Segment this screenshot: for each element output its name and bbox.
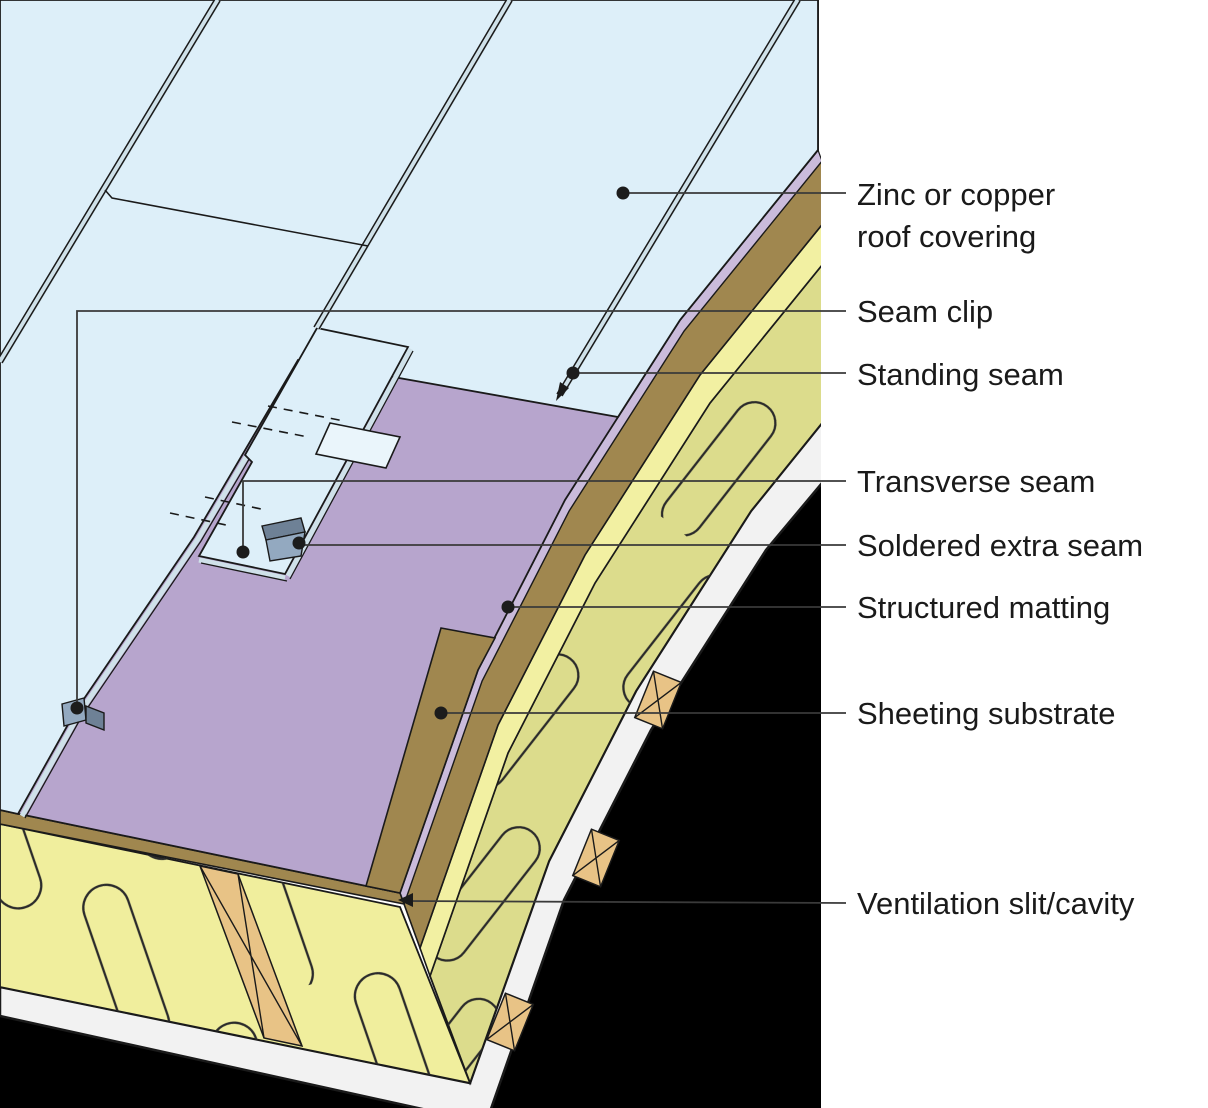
void-background: [0, 482, 821, 1108]
label-structured-matting: Structured matting: [857, 590, 1110, 625]
leader-ventilation-slit: [403, 900, 847, 904]
label-transverse-seam: Transverse seam: [857, 464, 1095, 499]
rafter-section-front: [198, 864, 304, 1048]
tongue-edge-thickness: [198, 347, 414, 581]
leader-dot-structured-matting: [501, 600, 515, 614]
leader-dot-roof-covering: [616, 186, 630, 200]
labels: Zinc or copper roof covering Seam clip S…: [857, 177, 1143, 921]
leader-dot-transverse-seam: [236, 545, 250, 559]
covering-tongue-panel: [197, 326, 410, 576]
transverse-seam-line: [104, 189, 369, 247]
standing-seam-end-arrow: [556, 382, 569, 401]
leader-arrow-ventilation-slit: [398, 893, 413, 907]
sheeting-substrate-surface: [364, 627, 497, 894]
label-seam-clip: Seam clip: [857, 294, 993, 329]
standing-seams: [0, 0, 801, 397]
leader-dot-seam-clip: [70, 701, 84, 715]
construction-cutaway: [0, 0, 821, 1108]
label-roof-covering-line1: Zinc or copper: [857, 177, 1055, 212]
label-roof-covering-line2: roof covering: [857, 219, 1036, 254]
label-standing-seam: Standing seam: [857, 357, 1064, 392]
small-sheet-piece: [314, 422, 402, 469]
label-ventilation-slit: Ventilation slit/cavity: [857, 886, 1135, 921]
leader-dot-standing-seam: [566, 366, 580, 380]
leader-dot-sheeting-substrate: [434, 706, 448, 720]
leader-dot-soldered-seam: [292, 536, 306, 550]
leader-transverse-seam: [242, 480, 846, 552]
rafter-section-side-1: [571, 828, 621, 888]
insulation-texture-side: [430, 266, 821, 1083]
rafter-section-side-3: [633, 670, 683, 730]
leader-lines: [70, 186, 847, 907]
label-sheeting-substrate: Sheeting substrate: [857, 696, 1116, 731]
rafter-section-side-2: [485, 992, 535, 1052]
label-soldered-extra-seam: Soldered extra seam: [857, 528, 1143, 563]
leader-seam-clip: [76, 310, 846, 708]
hidden-overlap-dashes: [169, 405, 345, 526]
tongue-edge-line: [200, 350, 414, 582]
